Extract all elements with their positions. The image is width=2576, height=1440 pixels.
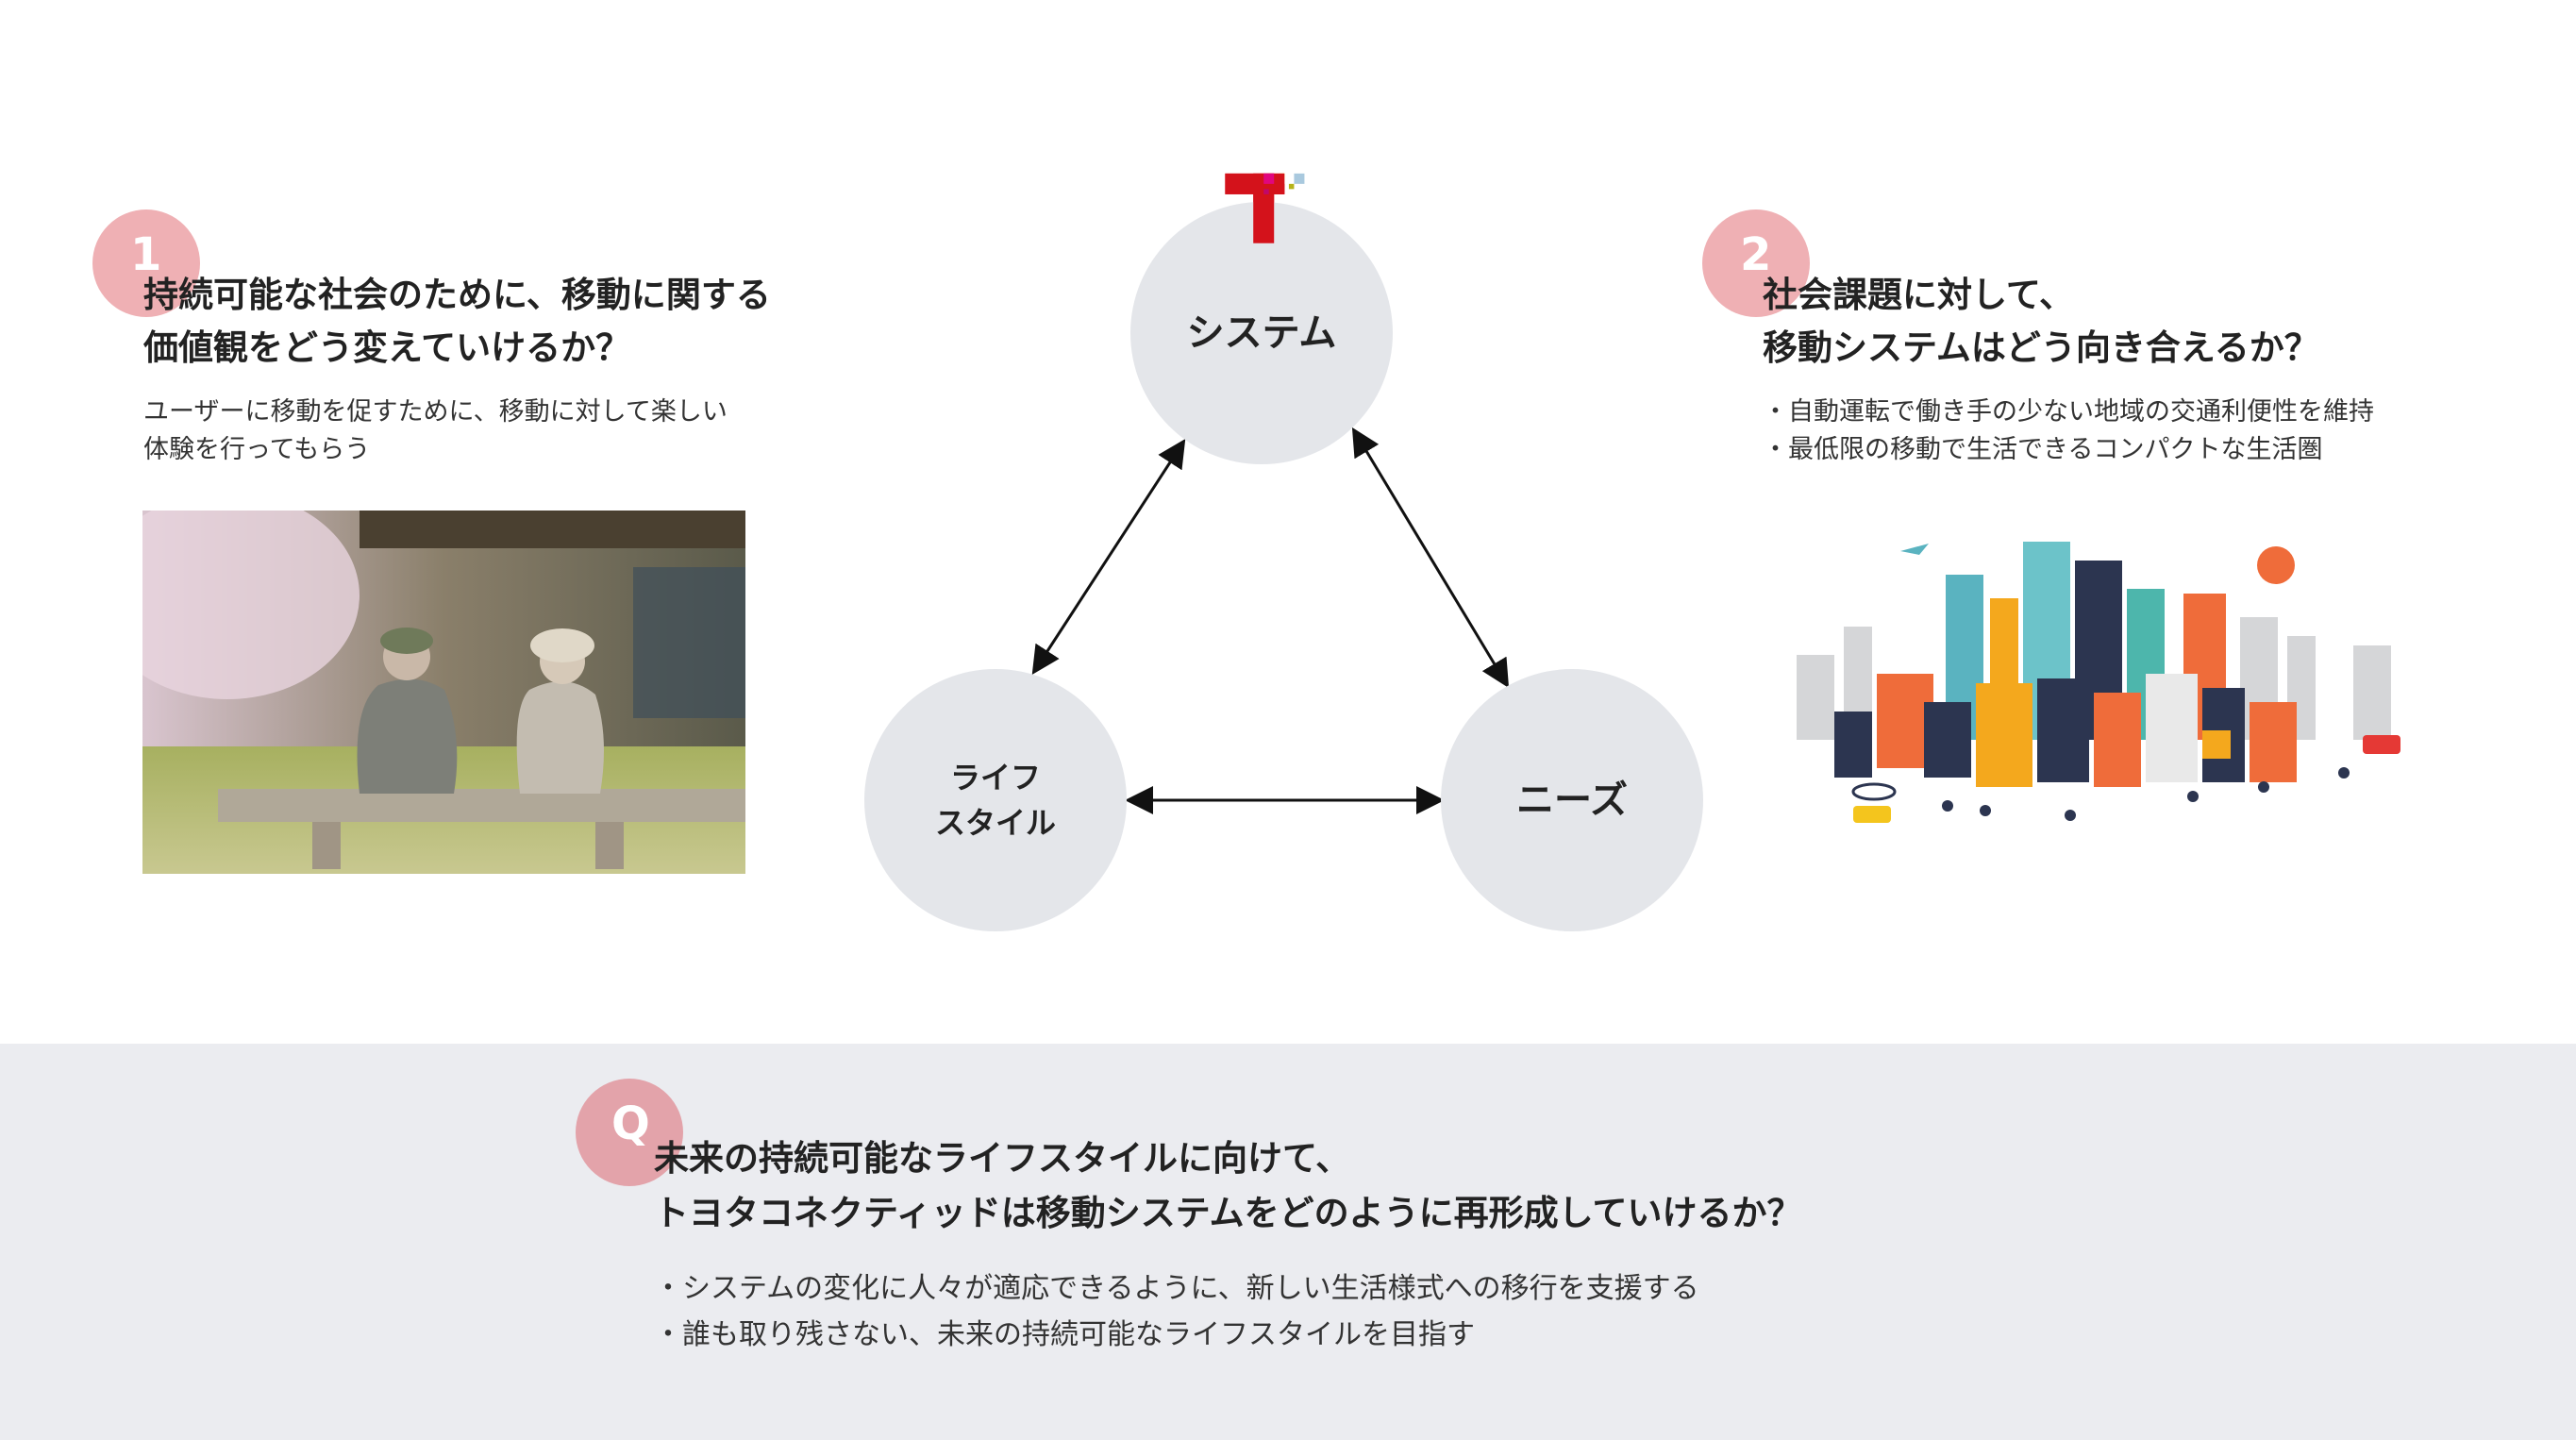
elderly-couple-photo [142,511,745,874]
question-title: 未来の持続可能なライフスタイルに向けて、トヨタコネクティッドは移動システムをどの… [654,1138,1802,1233]
node-system: システム [1130,202,1393,464]
logo-overlay [1225,173,1285,243]
left-body: ユーザーに移動を促すために、移動に対して楽しい体験を行ってもらう [143,397,728,464]
question-section [0,1044,2576,1440]
arrow-system-needs [1351,427,1510,689]
node-needs: ニーズ [1441,669,1703,931]
question-body: ・システムの変化に人々が適応できるように、新しい生活様式への移行を支援する・誰も… [654,1272,1699,1351]
arrow-system-lifestyle [1031,438,1186,676]
badge-1: 1 [92,209,200,317]
node-lifestyle: ライフスタイル [864,669,1127,931]
badge-2: 2 [1702,209,1810,317]
left-title: 持続可能な社会のために、移動に関する価値観をどう変えていけるか？ [143,275,771,368]
relationship-arrows [1031,427,1510,814]
right-body: ・自動運転で働き手の少ない地域の交通利便性を維持・最低限の移動で生活できるコンパ… [1763,397,2374,464]
badge-q: Q [576,1079,683,1186]
right-title: 社会課題に対して、移動システムはどう向き合えるか？ [1763,275,2319,368]
city-illustration [1797,542,2400,823]
